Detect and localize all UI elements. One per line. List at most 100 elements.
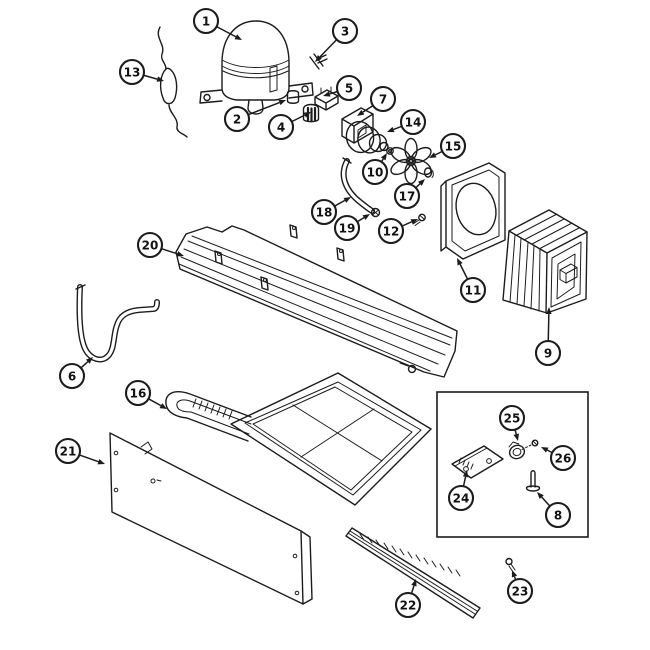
leader-line-1	[216, 25, 237, 38]
callout-bubble-6	[58, 362, 86, 390]
callout-number-5: 5	[345, 82, 353, 96]
callout-number-3: 3	[341, 25, 349, 39]
callout-19: 19	[333, 214, 370, 242]
arrowhead-6	[85, 357, 93, 364]
callout-2: 2	[223, 99, 286, 133]
leader-line-5	[329, 90, 338, 95]
arrowhead-2	[278, 99, 286, 106]
callout-bubble-4	[267, 113, 295, 141]
compressor	[199, 20, 314, 115]
callout-25: 25	[498, 404, 526, 441]
callout-bubble-1	[192, 7, 220, 35]
callout-bubble-2	[223, 105, 251, 133]
callout-number-7: 7	[379, 93, 387, 107]
fan-motor	[345, 120, 389, 154]
callout-1: 1	[192, 7, 242, 40]
arrowhead-11	[457, 258, 463, 266]
arrowhead-22	[411, 579, 417, 587]
callout-7: 7	[357, 85, 397, 116]
callout-number-15: 15	[445, 140, 462, 154]
callout-23: 23	[506, 570, 534, 605]
callout-15: 15	[429, 132, 467, 160]
callout-number-12: 12	[383, 225, 400, 239]
callout-number-13: 13	[124, 66, 141, 80]
callout-21: 21	[54, 437, 105, 465]
callout-number-9: 9	[544, 347, 552, 361]
compressor-grommet	[286, 90, 300, 104]
leader-line-14	[393, 125, 403, 131]
callout-20: 20	[136, 231, 184, 259]
callout-number-14: 14	[405, 116, 422, 130]
callout-number-8: 8	[554, 509, 562, 523]
drain-hose	[75, 284, 160, 363]
callout-bubble-13	[118, 58, 146, 86]
fan-blade	[390, 137, 432, 185]
callout-10: 10	[361, 153, 389, 186]
callout-number-23: 23	[512, 585, 529, 599]
callout-6: 6	[58, 357, 93, 390]
callout-8: 8	[537, 492, 572, 529]
callout-bubble-18	[310, 198, 338, 226]
callout-number-6: 6	[68, 370, 76, 384]
condenser-coil	[502, 209, 588, 314]
leader-line-15	[434, 150, 443, 156]
arrowhead-24	[462, 470, 469, 478]
callout-layer: 1234567891011121314151617181920212223242…	[54, 7, 577, 619]
callout-number-20: 20	[142, 239, 159, 253]
arrowhead-14	[387, 126, 395, 133]
callout-bubble-17	[393, 182, 421, 210]
arrowhead-1	[234, 34, 242, 40]
leader-line-6	[80, 361, 89, 369]
arrowhead-18	[343, 197, 351, 203]
leader-line-24	[462, 476, 467, 487]
arrowhead-7	[357, 109, 365, 116]
leader-line-13	[143, 74, 158, 80]
arrowhead-8	[537, 492, 544, 500]
arrowhead-21	[97, 459, 105, 465]
arrowhead-19	[362, 214, 370, 221]
callout-bubble-12	[377, 217, 405, 245]
arrowhead-12	[410, 219, 418, 225]
arrowhead-20	[176, 251, 184, 257]
arrowhead-17	[417, 179, 425, 186]
toe-grille	[345, 527, 481, 619]
callout-number-24: 24	[453, 492, 470, 506]
callout-bubble-19	[333, 214, 361, 242]
callout-number-16: 16	[130, 387, 147, 401]
arrowhead-16	[159, 403, 167, 409]
callout-16: 16	[124, 379, 167, 409]
leader-line-2	[247, 101, 280, 116]
leader-line-16	[148, 398, 162, 407]
callout-number-17: 17	[399, 190, 416, 204]
control-board	[451, 445, 504, 479]
callout-bubble-20	[136, 231, 164, 259]
callout-bubble-14	[399, 108, 427, 136]
callout-bubble-9	[534, 339, 562, 367]
callout-bubble-11	[459, 276, 487, 304]
callout-bubble-7	[369, 85, 397, 113]
arrowhead-13	[156, 76, 164, 82]
callout-5: 5	[323, 74, 363, 102]
capillary-tube-part-18	[340, 157, 375, 214]
callout-number-1: 1	[202, 15, 210, 29]
callout-number-4: 4	[277, 121, 285, 135]
arrowhead-25	[513, 433, 519, 441]
callout-bubble-26	[549, 444, 577, 472]
callout-3: 3	[315, 17, 359, 62]
leader-line-20	[161, 247, 178, 255]
callout-number-25: 25	[504, 412, 521, 426]
leader-line-18	[334, 199, 346, 207]
bushing-part-17	[423, 167, 434, 178]
callout-11: 11	[457, 258, 487, 304]
arrowhead-10	[380, 153, 387, 161]
leader-line-7	[362, 104, 374, 113]
callout-18: 18	[310, 197, 351, 226]
leader-line-19	[356, 216, 365, 223]
callout-26: 26	[541, 444, 577, 472]
callout-number-21: 21	[60, 445, 77, 459]
callout-4: 4	[267, 112, 311, 141]
nut-part-19	[370, 207, 381, 218]
arrowhead-23	[511, 570, 518, 578]
rear-panel	[109, 432, 313, 605]
